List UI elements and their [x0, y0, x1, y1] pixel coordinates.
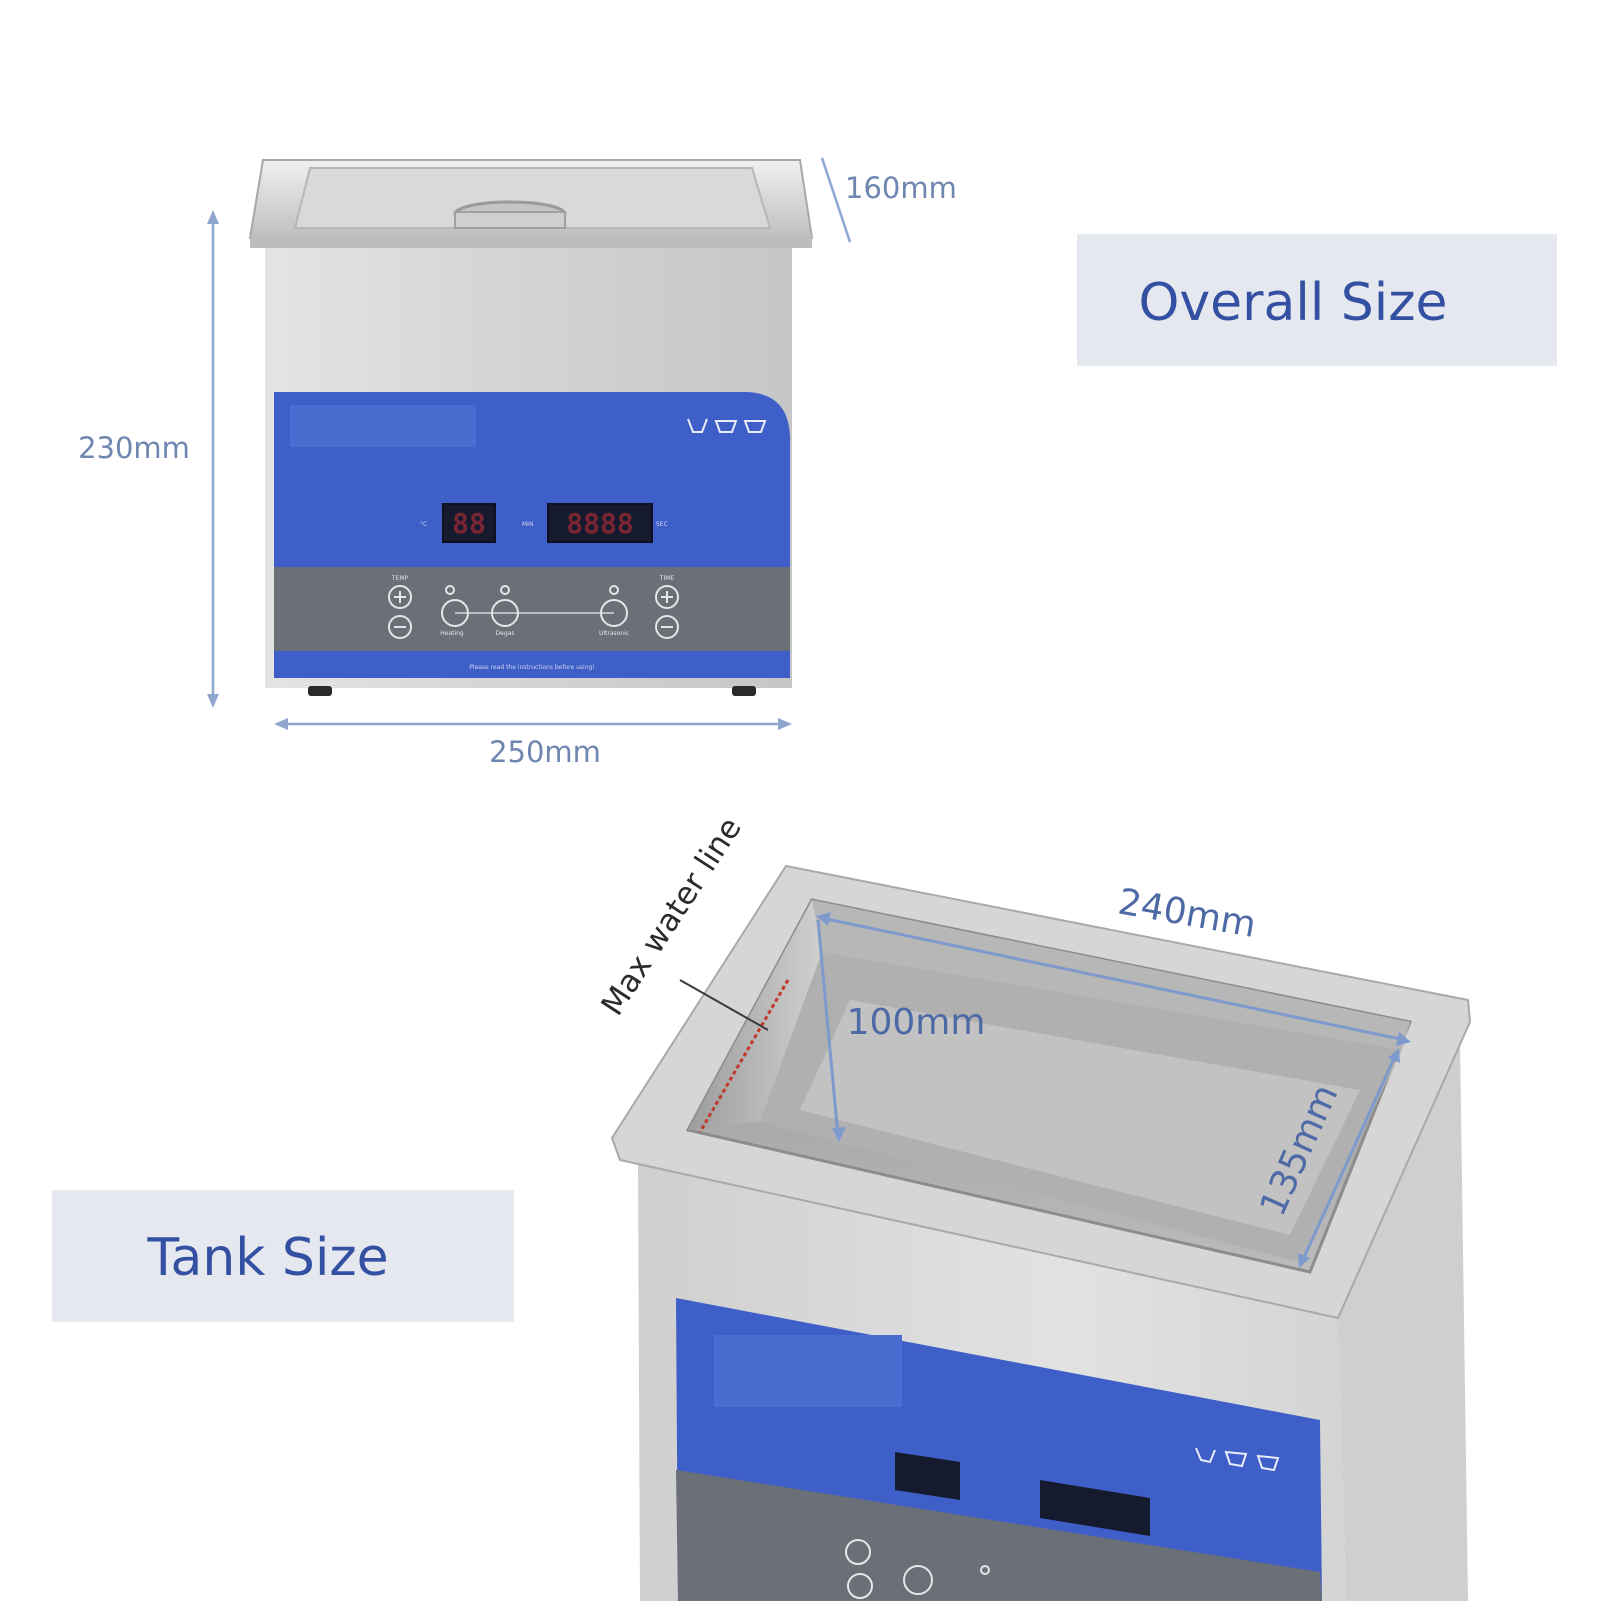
temp-minus-button[interactable]	[388, 615, 412, 639]
degas-label: Degas	[496, 630, 515, 637]
tank-size-device	[610, 864, 1472, 1601]
heating-indicator	[445, 585, 455, 595]
depth-label: 160mm	[845, 171, 957, 205]
device-foot-left	[308, 686, 332, 696]
tank-size-box	[52, 1190, 514, 1322]
care-symbols-icon	[687, 418, 767, 433]
max-water-line-pointer	[679, 979, 769, 1031]
max-water-line-marker	[698, 979, 790, 1133]
tank-heating-button[interactable]	[903, 1565, 933, 1595]
svg-text:8888: 8888	[566, 507, 633, 540]
degas-button[interactable]	[491, 599, 519, 627]
tank-depth-dimension-line	[816, 919, 840, 1137]
time-unit-min-label: MIN	[522, 521, 533, 528]
temperature-display: 88	[442, 503, 496, 543]
depth-dimension-line	[820, 157, 852, 243]
temp-unit-label: °C	[420, 521, 427, 528]
tank-dimension-lines	[816, 916, 1406, 1263]
tank-width-dimension-line	[1300, 1053, 1398, 1263]
tank-temp-minus-button[interactable]	[847, 1573, 873, 1599]
time-minus-button[interactable]	[655, 615, 679, 639]
degas-indicator	[500, 585, 510, 595]
tank-length-dimension-line	[821, 916, 1406, 1042]
tank-temp-display	[895, 1452, 960, 1500]
overall-size-device: 88 °C 8888 MIN SEC TEMP	[248, 159, 814, 696]
ultrasonic-indicator	[609, 585, 619, 595]
time-plus-button[interactable]	[655, 585, 679, 609]
overall-size-label: Overall Size	[1138, 273, 1447, 333]
svg-text:88: 88	[452, 507, 486, 540]
heating-label: Heating	[440, 630, 464, 637]
time-label: TIME	[659, 575, 675, 582]
ultrasonic-button[interactable]	[600, 599, 628, 627]
temp-label: TEMP	[391, 575, 409, 582]
time-unit-sec-label: SEC	[656, 521, 668, 528]
width-label: 250mm	[489, 735, 601, 769]
heating-button[interactable]	[441, 599, 469, 627]
tank-temp-plus-button[interactable]	[845, 1539, 871, 1565]
overall-size-box	[1077, 234, 1557, 366]
tank-depth-label: 100mm	[847, 1002, 986, 1043]
device-foot-right	[732, 686, 756, 696]
height-label: 230mm	[78, 431, 190, 465]
temp-plus-button[interactable]	[388, 585, 412, 609]
tank-size-label: Tank Size	[146, 1228, 388, 1288]
tank-care-symbols-icon	[1195, 1447, 1280, 1472]
ultrasonic-label: Ultrasonic	[599, 630, 629, 637]
overall-dimension-lines	[211, 157, 852, 726]
tank-time-display	[1040, 1480, 1150, 1536]
button-strip	[274, 567, 790, 651]
time-display: 8888	[547, 503, 653, 543]
notice-text: Please read the instructions before usin…	[469, 664, 594, 671]
